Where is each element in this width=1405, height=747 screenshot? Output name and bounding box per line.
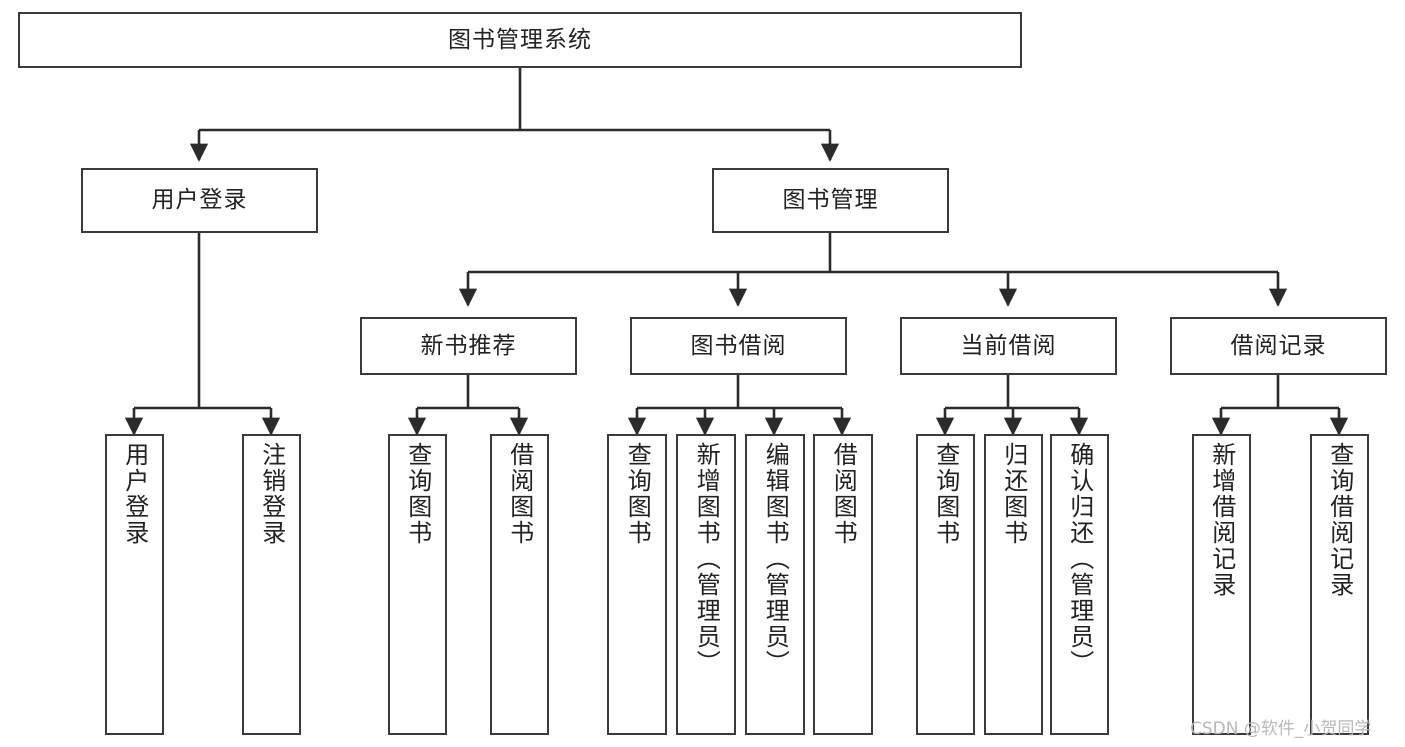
node-label: 用户登录 — [120, 442, 149, 546]
node-new-book-recommend[interactable]: 新书推荐 — [360, 317, 577, 375]
leaf-add-book-admin[interactable]: 新增图书（管理员） — [676, 434, 736, 735]
node-label: 查询借阅记录 — [1325, 442, 1354, 598]
node-label: 借阅图书 — [829, 442, 858, 546]
node-label: 借阅图书 — [505, 442, 534, 546]
node-label: 图书管理系统 — [448, 26, 592, 53]
leaf-user-login[interactable]: 用户登录 — [105, 434, 164, 735]
leaf-borrow-book[interactable]: 借阅图书 — [813, 434, 873, 735]
leaf-return-book[interactable]: 归还图书 — [984, 434, 1043, 735]
node-current-borrow[interactable]: 当前借阅 — [900, 317, 1117, 375]
leaf-query-borrow-record[interactable]: 查询借阅记录 — [1310, 434, 1369, 735]
node-user-login[interactable]: 用户登录 — [81, 168, 318, 233]
leaf-borrow-book-new[interactable]: 借阅图书 — [490, 434, 549, 735]
node-label: 注销登录 — [257, 442, 286, 546]
node-label: 查询图书 — [403, 442, 432, 546]
leaf-query-book-current[interactable]: 查询图书 — [916, 434, 975, 735]
node-label: 新增图书（管理员） — [692, 442, 721, 676]
leaf-query-book-new[interactable]: 查询图书 — [388, 434, 447, 735]
leaf-logout[interactable]: 注销登录 — [242, 434, 301, 735]
node-label: 编辑图书（管理员） — [761, 442, 790, 676]
csdn-watermark: CSDN @软件_小贺同学 — [1190, 719, 1372, 739]
leaf-add-borrow-record[interactable]: 新增借阅记录 — [1192, 434, 1251, 735]
node-label: 用户登录 — [151, 187, 248, 213]
node-borrow-record[interactable]: 借阅记录 — [1170, 317, 1387, 375]
node-label: 借阅记录 — [1230, 332, 1327, 359]
node-label: 图书管理 — [782, 187, 879, 213]
node-label: 查询图书 — [623, 442, 652, 546]
node-label: 当前借阅 — [960, 332, 1057, 359]
leaf-edit-book-admin[interactable]: 编辑图书（管理员） — [745, 434, 805, 735]
node-label: 新书推荐 — [420, 332, 517, 359]
leaf-confirm-return-admin[interactable]: 确认归还（管理员） — [1050, 434, 1109, 735]
node-book-borrow[interactable]: 图书借阅 — [630, 317, 847, 375]
node-root-system[interactable]: 图书管理系统 — [18, 12, 1022, 68]
node-label: 查询图书 — [931, 442, 960, 546]
node-book-management[interactable]: 图书管理 — [712, 168, 949, 233]
node-label: 确认归还（管理员） — [1065, 442, 1094, 676]
node-label: 新增借阅记录 — [1207, 442, 1236, 598]
node-label: 图书借阅 — [690, 332, 787, 359]
node-label: 归还图书 — [999, 442, 1028, 546]
leaf-query-book-borrow[interactable]: 查询图书 — [607, 434, 667, 735]
